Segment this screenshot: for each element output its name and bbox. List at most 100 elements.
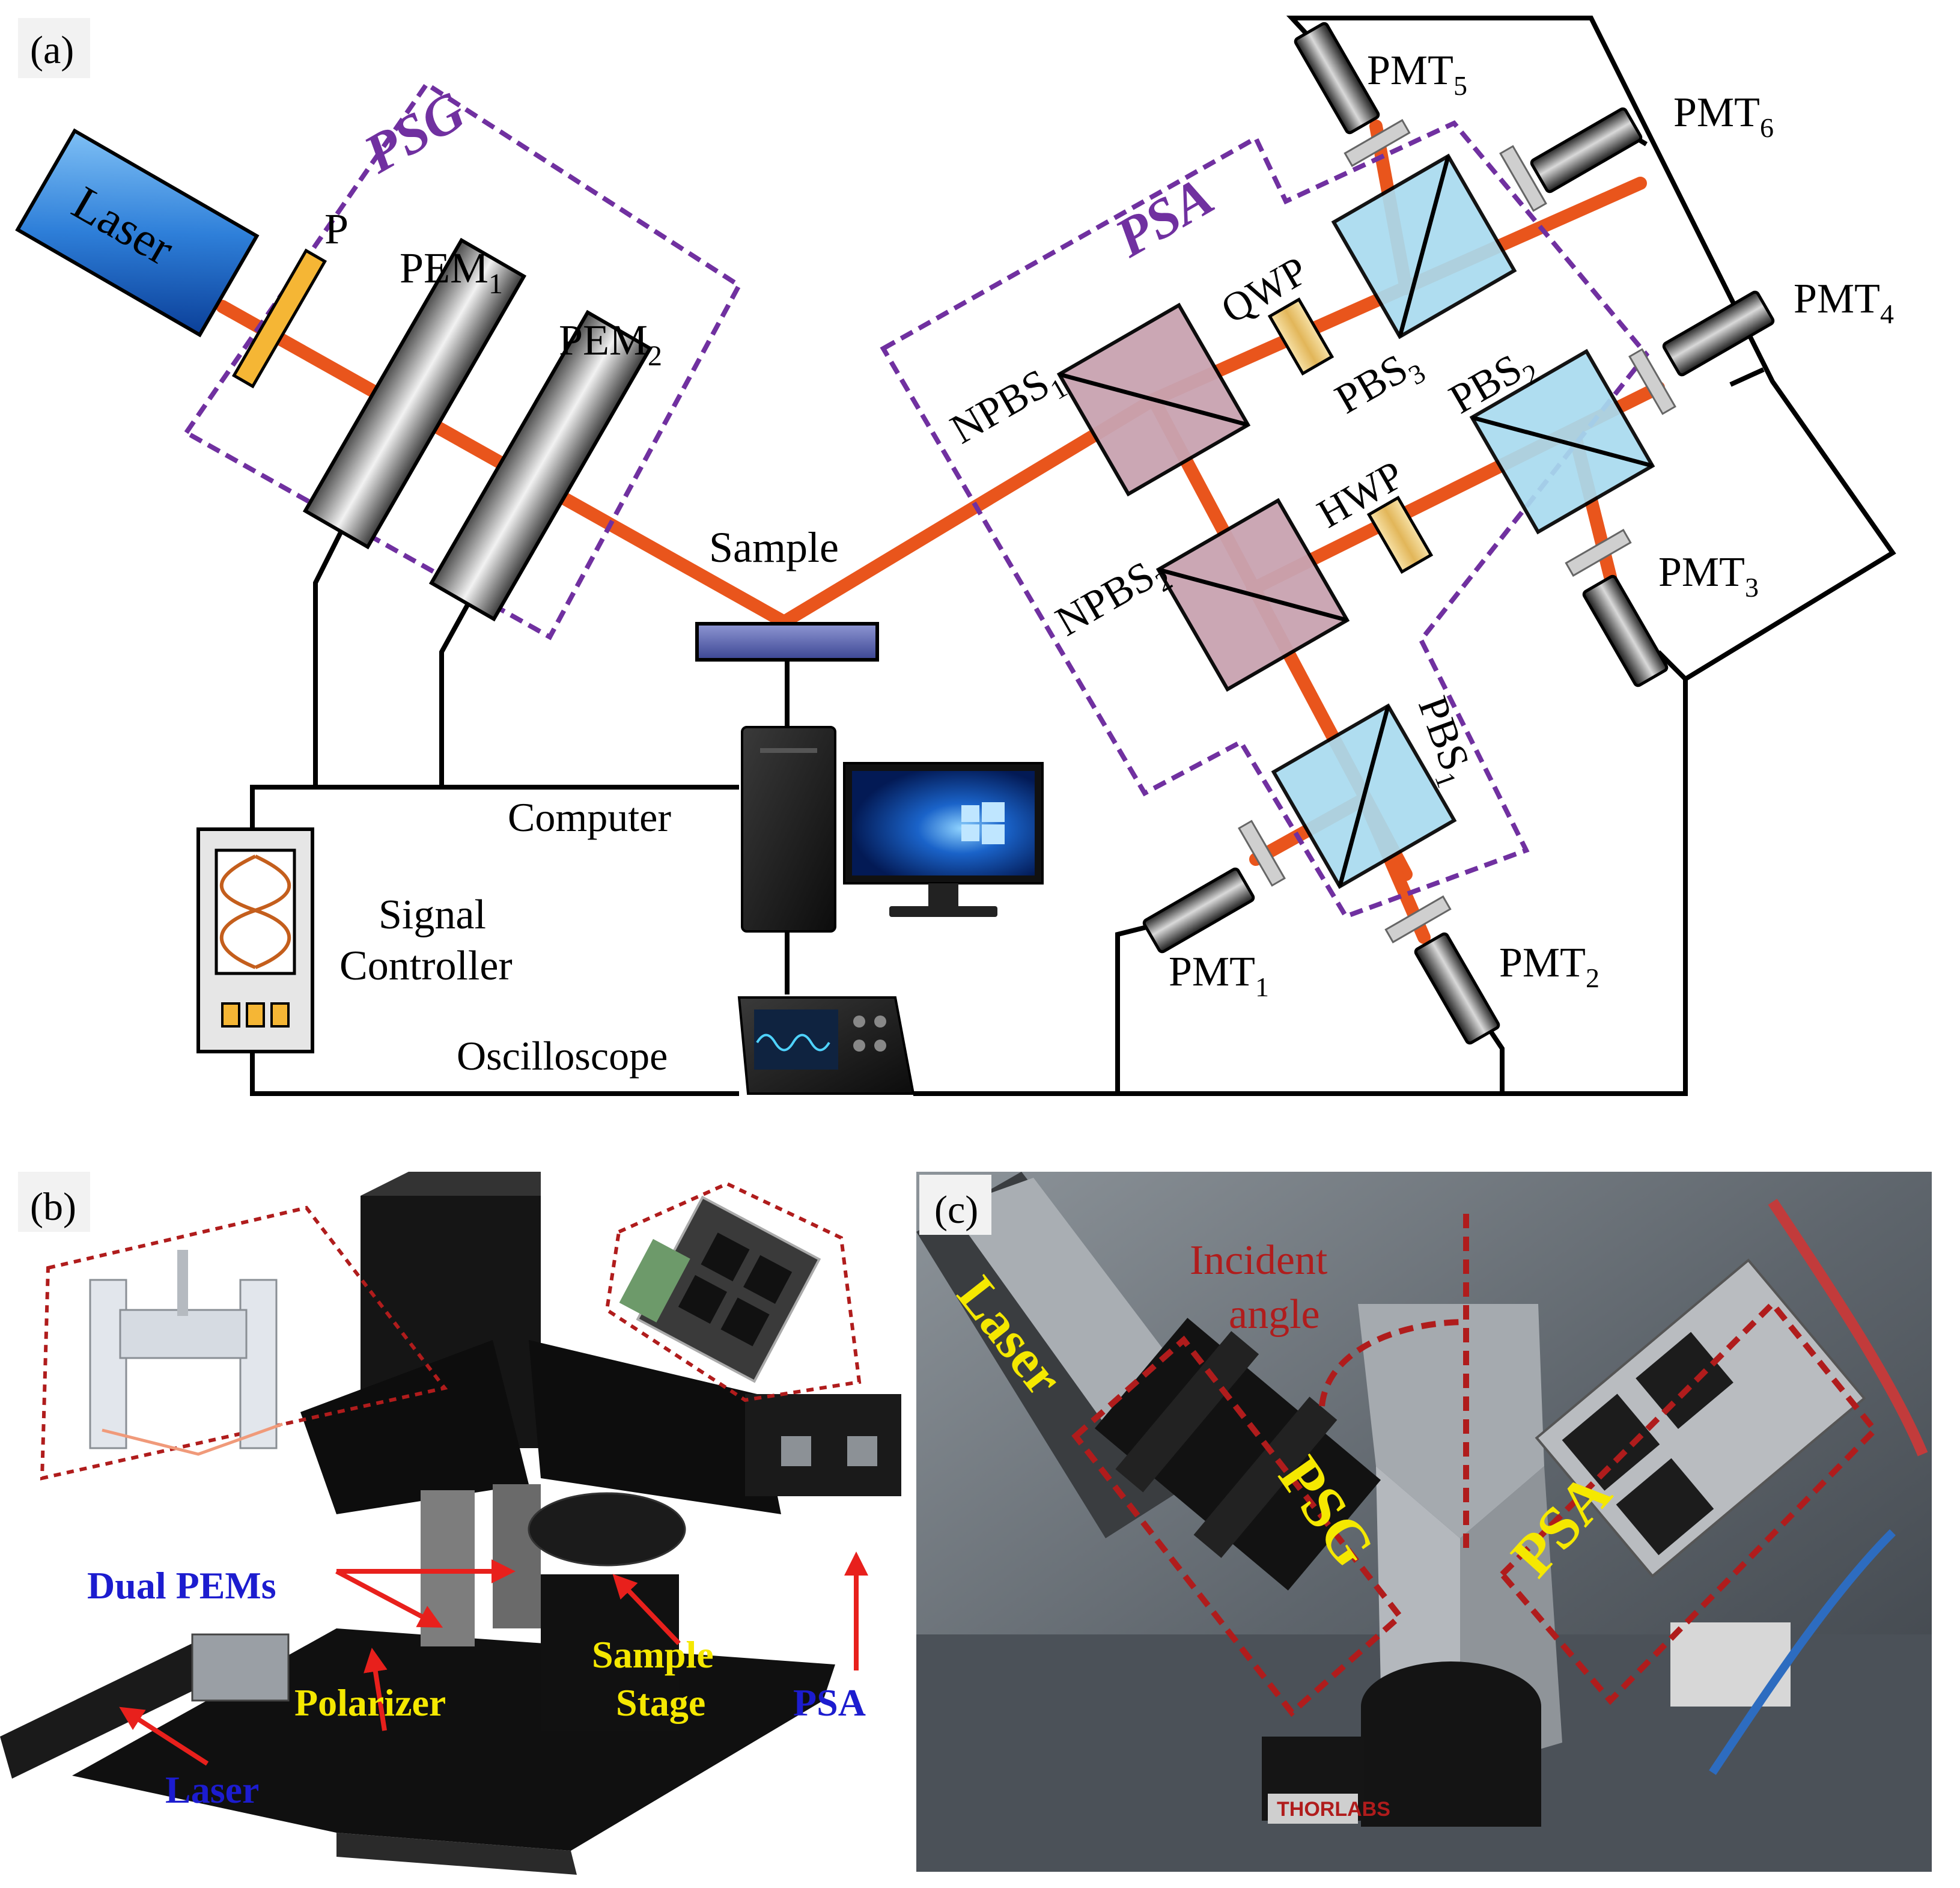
sample-stage-plate	[528, 1492, 686, 1567]
inset-psa-block-4	[720, 1297, 770, 1347]
center-pillar	[1358, 1304, 1544, 1538]
scope-trace	[756, 1034, 830, 1052]
arrow-laser	[119, 1707, 209, 1766]
pmt5-label: PMT5	[1367, 47, 1467, 101]
wire-pem1	[313, 522, 348, 787]
inset-psa-green-plate	[619, 1238, 690, 1323]
wire-pmt-frame	[1286, 16, 1896, 681]
polarizer-label-b: Polarizer	[294, 1681, 446, 1724]
pem1	[302, 237, 527, 550]
monitor-neck	[928, 883, 958, 907]
incident-angle-label-2: angle	[1229, 1291, 1320, 1338]
wire-controller-top	[250, 785, 739, 832]
psg-mount-ring-2	[1193, 1396, 1338, 1558]
qwp-plate	[1267, 297, 1335, 376]
signal-controller-label-2: Controller	[339, 943, 513, 989]
qwp	[1267, 297, 1335, 376]
photo-thorlabs-box	[1268, 1794, 1358, 1824]
psa-box	[880, 120, 1650, 919]
panel-b: (b)	[0, 1172, 901, 1875]
pbs1-diagonal	[1338, 705, 1390, 888]
pbs3-label: PBS3	[1328, 338, 1431, 428]
pmt4-label: PMT4	[1794, 276, 1894, 329]
pmt6-mount	[1499, 145, 1547, 212]
psa-mount-block-1	[1562, 1393, 1660, 1491]
npbs1-diagonal	[1059, 372, 1249, 427]
psa-label: PSA	[1104, 165, 1223, 269]
base-plate-edge	[336, 1833, 577, 1875]
pbs2-diagonal	[1471, 415, 1654, 468]
controller-button-3	[270, 1002, 290, 1028]
wire-bus-right	[913, 679, 1688, 1096]
psg-dashed-box	[1071, 1335, 1404, 1717]
pem2-label: PEM2	[559, 316, 662, 372]
pmt5-tube	[1294, 22, 1380, 135]
inset-pem-stem	[177, 1250, 188, 1316]
psa-port-1	[781, 1436, 811, 1466]
pmt5: PMT5	[1294, 22, 1467, 167]
npbs1-label: NPBS1	[943, 353, 1073, 458]
pmt6-tube	[1530, 107, 1643, 193]
wire-pmt3	[1657, 650, 1687, 681]
inset-pem-box	[40, 1205, 448, 1481]
pmt3: PMT3	[1565, 529, 1759, 687]
pem-holder-1	[421, 1490, 475, 1646]
pbs3	[1331, 153, 1517, 340]
arrow-dual-pems-2	[335, 1569, 443, 1628]
thorlabs-text: THORLABS	[1277, 1798, 1390, 1821]
pmt3-label: PMT3	[1658, 549, 1759, 603]
pbs2	[1469, 349, 1655, 535]
sample-stage-column	[541, 1574, 679, 1731]
computer	[741, 726, 1044, 933]
polarizer	[231, 248, 327, 389]
pmt1-label: PMT1	[1169, 949, 1269, 1002]
pmt4: PMT4	[1628, 276, 1894, 415]
panel-b-arrows	[119, 1552, 868, 1766]
npbs1	[1056, 302, 1251, 497]
pmt2: PMT2	[1384, 895, 1599, 1045]
wire-pmt4	[1729, 367, 1765, 387]
monitor-base	[889, 906, 997, 917]
inset-pem-beam	[102, 1422, 283, 1456]
oscilloscope-label: Oscilloscope	[457, 1033, 668, 1079]
pem1-label: PEM1	[400, 244, 503, 300]
npbs2-label: NPBS2	[1048, 546, 1178, 650]
pmt1-tube	[1142, 867, 1255, 954]
arrow-polarizer	[364, 1648, 388, 1731]
psa-mount-body	[1535, 1258, 1866, 1578]
computer-tower-vent	[760, 748, 817, 753]
oscilloscope	[737, 996, 915, 1095]
controller-button-2	[246, 1002, 265, 1028]
panel-a-label: (a)	[30, 28, 74, 72]
controller-button-1	[221, 1002, 240, 1028]
pmt1-mount	[1238, 820, 1286, 887]
scope-knob-2	[874, 1016, 886, 1028]
wire-pem2	[439, 591, 477, 787]
incident-angle-label-1: Incident	[1190, 1237, 1328, 1284]
pbs1	[1271, 703, 1457, 889]
hwp	[1366, 495, 1434, 574]
npbs2-diagonal	[1158, 567, 1348, 623]
pmt6-label: PMT6	[1673, 90, 1774, 143]
pem-holder-2	[493, 1484, 541, 1628]
wire-pmt1	[1115, 923, 1154, 1094]
photo-power-supply	[1670, 1622, 1791, 1707]
signal-controller	[196, 827, 314, 1053]
inset-psa-block-1	[701, 1232, 750, 1282]
inset-psa-block-3	[678, 1274, 727, 1324]
polarizer-label: P	[324, 205, 348, 253]
arrow-sample-stage	[612, 1574, 681, 1645]
inset-psa-block-2	[743, 1255, 793, 1304]
photo-red-cable	[1768, 1199, 1928, 1457]
panel-c-label: (c)	[934, 1188, 978, 1232]
wire-controller-bottom	[250, 1052, 739, 1096]
pmt2-tube	[1414, 932, 1500, 1045]
pem1-body	[302, 237, 527, 550]
computer-label: Computer	[508, 794, 671, 840]
laser-body	[15, 128, 260, 338]
sample	[695, 622, 879, 662]
sample-label: Sample	[709, 523, 839, 571]
inset-pem-bridge	[119, 1309, 248, 1359]
photo-blue-cable	[1709, 1529, 1896, 1775]
